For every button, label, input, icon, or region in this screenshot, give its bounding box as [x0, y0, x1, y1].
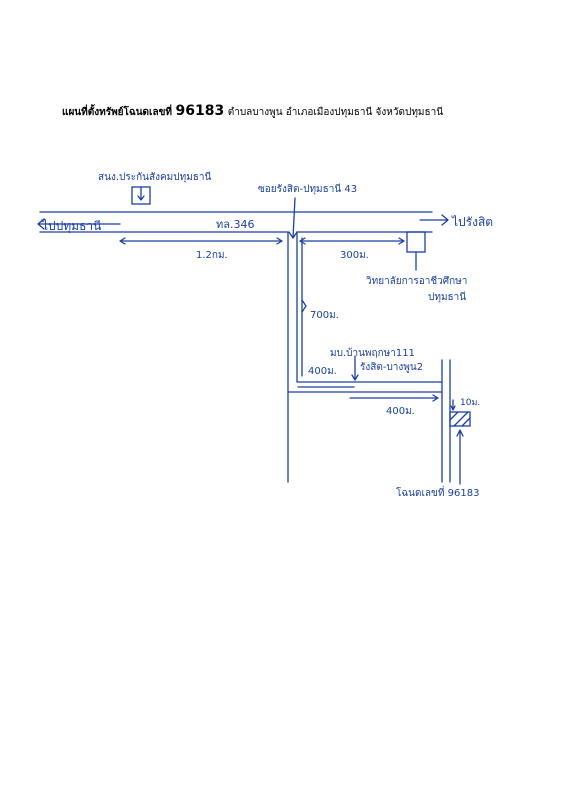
label-soi: ซอยรังสิต-ปทุมธานี 43: [258, 183, 357, 195]
label-to-pathum: ไปปทุมธานี: [41, 219, 101, 234]
label-highway: ทล.346: [216, 218, 254, 231]
label-dist-10m: 10ม.: [460, 398, 480, 408]
label-dist-300m: 300ม.: [340, 250, 369, 261]
label-village-line1: มบ.บ้านพฤกษา111: [330, 347, 415, 359]
village-arrow: [351, 355, 359, 381]
plot-hatch: [449, 411, 471, 427]
deed-number: 96183: [175, 103, 225, 119]
soi-arrow: [288, 197, 298, 239]
plot-box: [449, 411, 471, 427]
arrow-400m-b: [349, 394, 439, 402]
label-social-security-office: สนง.ประกันสังคมปทุมธานี: [98, 171, 211, 183]
label-village-line2: รังสิต-บางพูน2: [360, 362, 423, 373]
left-arrow: [37, 218, 121, 230]
label-plot: โฉนดเลขที่ 96183: [396, 485, 479, 499]
college-box: [406, 231, 426, 253]
brace-700m: [301, 299, 307, 313]
label-college-line2: ปทุมธานี: [428, 291, 466, 303]
label-dist-400m-b: 400ม.: [386, 406, 415, 417]
plot-arrow: [456, 429, 464, 485]
office-arrow: [137, 186, 145, 201]
label-dist-700m: 700ม.: [310, 310, 339, 321]
arrow-1-2km: [119, 237, 283, 245]
right-arrow: [419, 214, 449, 226]
label-to-rangsit: ไปรังสิต: [451, 215, 493, 229]
label-dist-1-2km: 1.2กม.: [196, 250, 228, 261]
arrow-10m: [450, 399, 456, 411]
arrow-300m: [299, 237, 405, 245]
label-dist-400m-a: 400ม.: [308, 366, 337, 377]
label-college-line1: วิทยาลัยการอาชีวศึกษา: [366, 275, 468, 287]
title-prefix: แผนที่ตั้งทรัพย์โฉนดเลขที่: [62, 107, 173, 118]
title-location: ตำบลบางพูน อำเภอเมืองปทุมธานี จังหวัดปทุ…: [227, 107, 444, 118]
page-title: แผนที่ตั้งทรัพย์โฉนดเลขที่ 96183 ตำบลบาง…: [62, 103, 532, 120]
